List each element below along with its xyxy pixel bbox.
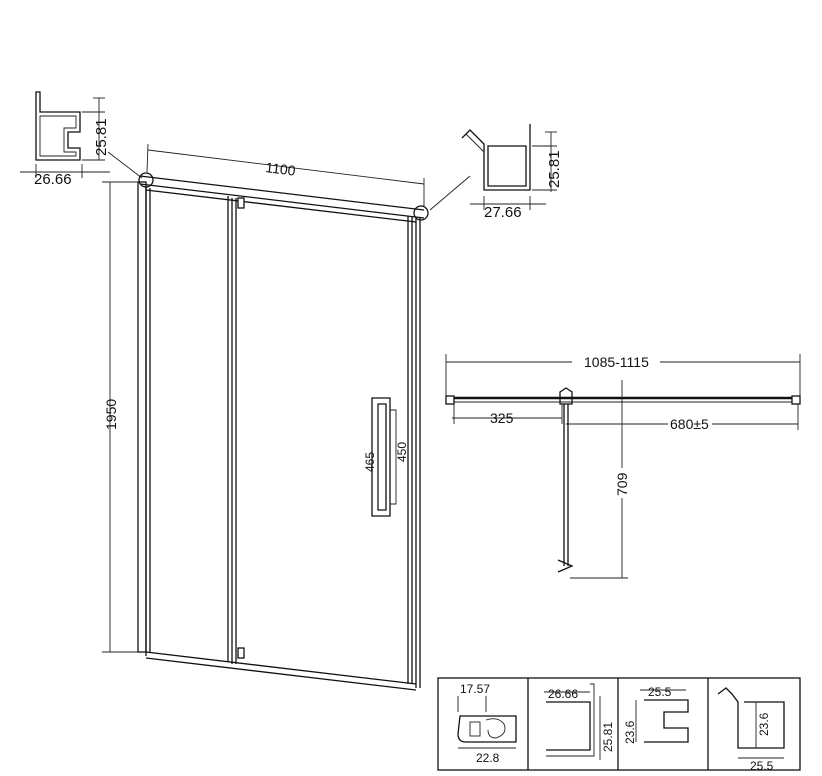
dim-handle-inner: 450 (395, 442, 409, 462)
dim-top-left-height: 25.81 (93, 118, 110, 156)
profile4-width: 25.5 (750, 759, 774, 773)
profile4-height: 23.6 (757, 712, 771, 736)
dim-plan-fixed: 325 (490, 410, 514, 426)
profile2-height: 25.81 (601, 722, 615, 752)
top-width-dimension: 1100 (146, 143, 425, 206)
dim-top-right-height: 25.81 (546, 150, 563, 188)
dim-height: 1950 (103, 399, 119, 430)
dim-top-left-width: 26.66 (34, 171, 72, 188)
top-left-profile-detail: 25.81 26.66 (20, 91, 143, 188)
profile-cell-1: 17.57 22.8 (457, 682, 517, 765)
top-right-profile-detail: 25.81 27.66 (429, 124, 563, 221)
dim-plan-door: 680±5 (670, 416, 709, 432)
detail-marker-left (138, 172, 154, 188)
height-dimension: 1950 (102, 181, 138, 653)
dim-plan-swing: 709 (614, 472, 630, 496)
plan-view: 1085-1115 325 680±5 709 (445, 354, 801, 579)
profile3-height: 23.6 (623, 720, 637, 744)
front-elevation: 465 450 (137, 172, 429, 691)
profile3-width: 25.5 (648, 685, 672, 699)
profile-cell-2: 26.66 25.81 (544, 683, 615, 760)
profiles-table: 17.57 22.8 26.66 25.81 25.5 23.6 (437, 677, 801, 773)
profile1-bottom: 22.8 (476, 751, 500, 765)
dim-top-right-width: 27.66 (484, 204, 522, 221)
profile-cell-3: 25.5 23.6 (623, 685, 689, 744)
dim-plan-width: 1085-1115 (584, 354, 649, 370)
profile-cell-4: 23.6 25.5 (717, 687, 785, 773)
dim-handle-outer: 465 (363, 452, 377, 472)
detail-marker-right (413, 205, 429, 221)
profile2-width: 26.66 (548, 687, 578, 701)
profile1-top: 17.57 (460, 682, 490, 696)
door-handle (371, 397, 397, 517)
dim-top-width: 1100 (265, 159, 297, 179)
